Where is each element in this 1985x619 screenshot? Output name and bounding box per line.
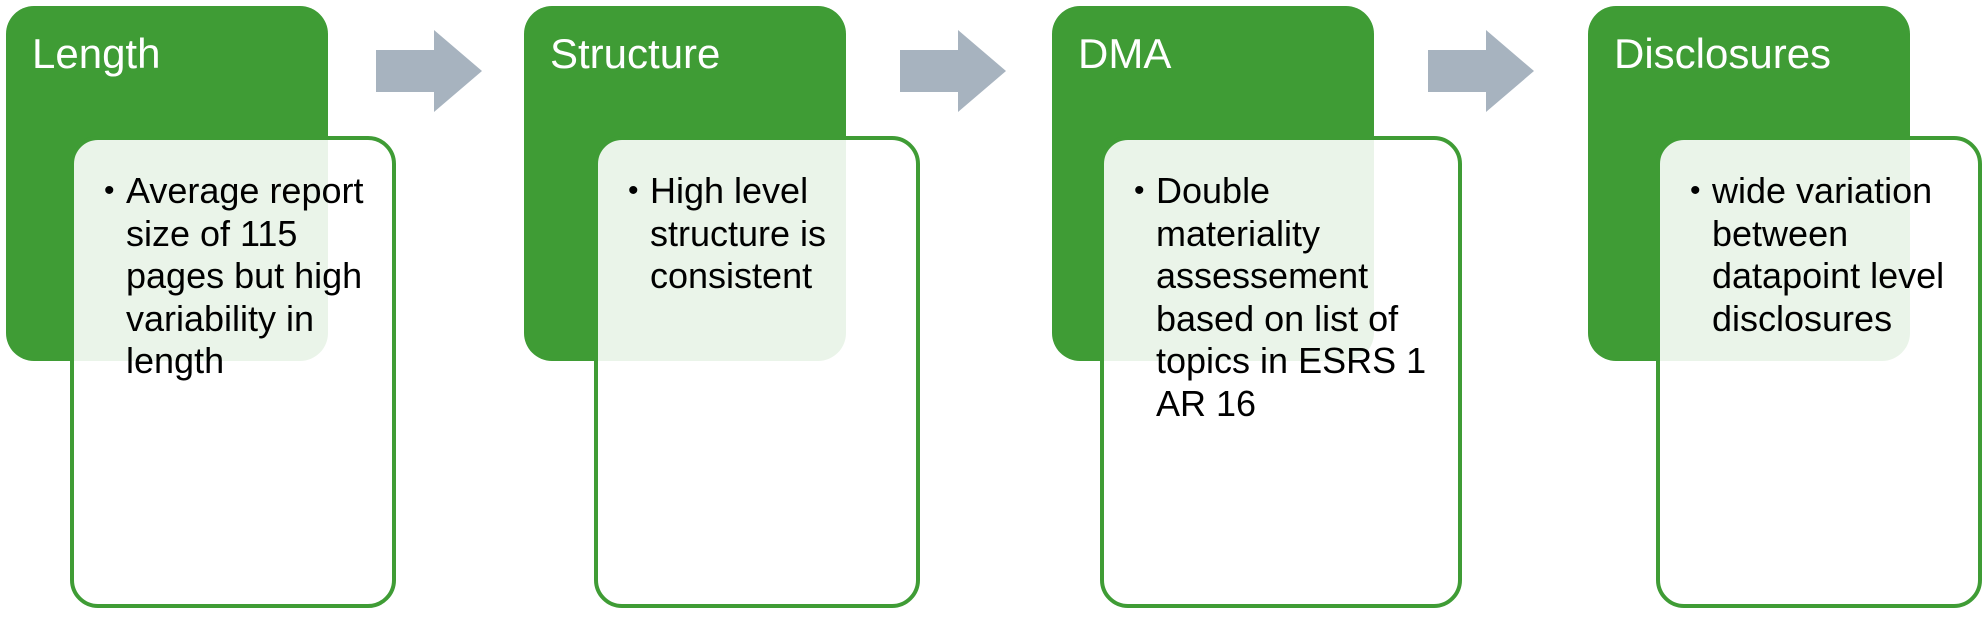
bullet-icon: • [1690,174,1701,207]
stage-title: Disclosures [1614,30,1832,77]
bullet-text: Double materiality assessement based on … [1156,170,1427,424]
bullet-list: • Average report size of 115 pages but h… [104,170,372,383]
stage-detail-box: • Double materiality assessement based o… [1100,136,1462,608]
bullet-item: • Average report size of 115 pages but h… [104,170,372,383]
bullet-item: • wide variation between datapoint level… [1690,170,1958,340]
stage-detail-box: • High level structure is consistent [594,136,920,608]
bullet-list: • High level structure is consistent [628,170,896,298]
process-stage-disclosures: Disclosures • wide variation between dat… [1588,0,1982,619]
stage-title: Structure [550,30,721,77]
bullet-text: Average report size of 115 pages but hig… [126,170,364,381]
bullet-item: • High level structure is consistent [628,170,896,298]
stage-title: Length [32,30,161,77]
right-arrow-icon [376,30,482,112]
stage-detail-box: • wide variation between datapoint level… [1656,136,1982,608]
bullet-list: • Double materiality assessement based o… [1134,170,1438,425]
bullet-icon: • [628,174,639,207]
bullet-icon: • [104,174,115,207]
process-stage-structure: Structure • High level structure is cons… [524,0,924,619]
bullet-text: wide variation between datapoint level d… [1712,170,1945,339]
bullet-item: • Double materiality assessement based o… [1134,170,1438,425]
process-stage-dma: DMA • Double materiality assessement bas… [1052,0,1462,619]
bullet-list: • wide variation between datapoint level… [1690,170,1958,340]
stage-detail-box: • Average report size of 115 pages but h… [70,136,396,608]
right-arrow-icon [900,30,1006,112]
right-arrow-icon [1428,30,1534,112]
process-stage-length: Length • Average report size of 115 page… [6,0,398,619]
bullet-icon: • [1134,174,1145,207]
bullet-text: High level structure is consistent [650,170,827,296]
stage-title: DMA [1078,30,1172,77]
